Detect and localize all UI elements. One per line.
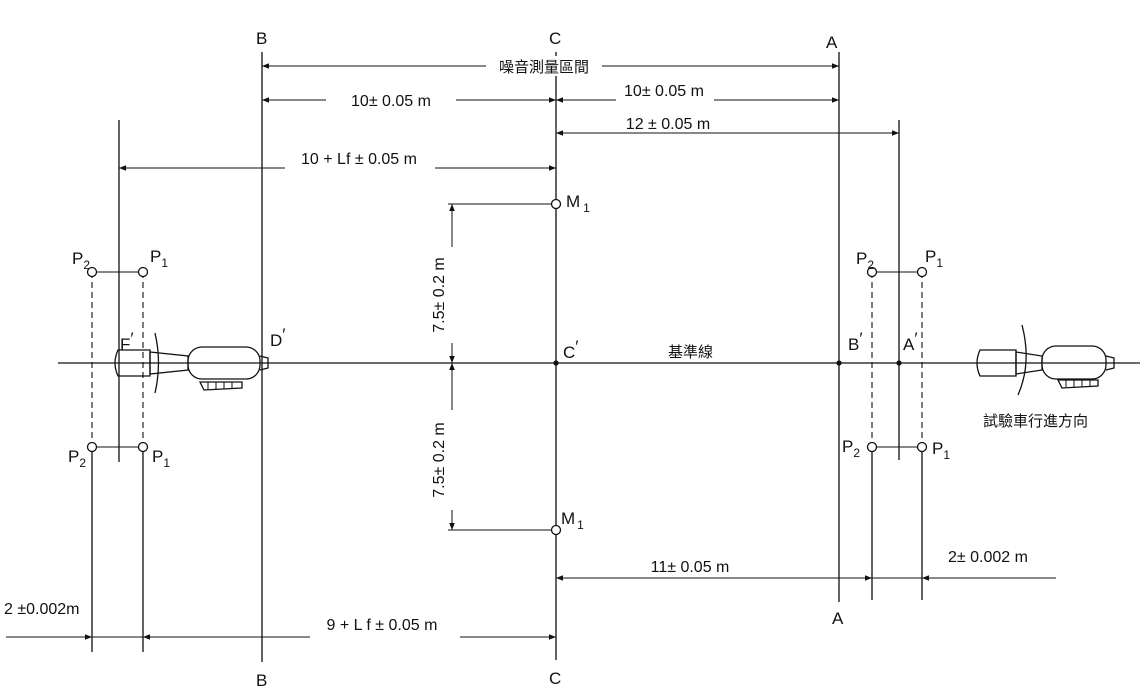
mic-right-p2-top: [866, 266, 878, 278]
label-d-m-bottom: 7.5± 0.2 m: [431, 422, 448, 497]
label-a-bottom: A: [832, 609, 844, 628]
label-left-p1-top: P1: [150, 247, 168, 270]
label-d-prime: D′: [270, 325, 285, 350]
label-d-m-top: 7.5± 0.2 m: [431, 257, 448, 332]
label-a-top: A: [826, 33, 838, 52]
label-c-top: C: [549, 29, 561, 48]
mic-left-p1-top: [137, 266, 149, 278]
label-d-11: 11± 0.05 m: [651, 559, 730, 576]
label-right-p1-top: P1: [925, 247, 943, 270]
mic-right-p1-bottom: [916, 441, 928, 453]
label-c-bottom: C: [549, 669, 561, 688]
label-c-prime: C′: [563, 337, 578, 362]
mic-left-p2-bottom: [86, 441, 98, 453]
label-d-lf-top: 10 + Lf ± 0.05 m: [301, 151, 417, 168]
label-right-p2-top: P2: [856, 249, 874, 272]
mic-m1-bottom: [550, 524, 562, 536]
motorcycle-right-icon: [976, 324, 1115, 396]
label-right-p2-bottom: P2: [842, 437, 860, 460]
label-a-prime: A′: [903, 329, 918, 354]
label-b-prime: B′: [848, 329, 863, 354]
dot-c-prime: [553, 360, 559, 366]
label-d-b-c: 10± 0.05 m: [351, 93, 431, 110]
label-d-2-right: 2± 0.002 m: [948, 549, 1028, 566]
label-left-p2-top: P2: [72, 249, 90, 272]
label-f-prime: F′: [120, 329, 134, 354]
label-d-c-12: 12 ± 0.05 m: [626, 116, 710, 133]
dot-b-prime: [836, 360, 842, 366]
mic-left-p2-top: [86, 266, 98, 278]
label-reference-line: 基準線: [668, 343, 713, 361]
label-right-p1-bottom: P1: [932, 439, 950, 462]
mic-left-p1-bottom: [137, 441, 149, 453]
label-left-p2-bottom: P2: [68, 447, 86, 470]
mic-right-p1-top: [916, 266, 928, 278]
label-d-2-left: 2 ±0.002m: [4, 601, 80, 618]
label-measurement-section: 噪音測量區間: [499, 58, 589, 76]
label-left-p1-bottom: P1: [152, 447, 170, 470]
mic-right-p2-bottom: [866, 441, 878, 453]
label-d-c-a: 10± 0.05 m: [624, 83, 704, 100]
label-b-bottom: B: [256, 671, 267, 690]
label-d-lf-bottom: 9 + L f ± 0.05 m: [327, 617, 438, 634]
mic-m1-top: [550, 198, 562, 210]
motorcycle-left-icon: [114, 332, 269, 394]
label-b-top: B: [256, 29, 267, 48]
label-travel-direction: 試驗車行進方向: [983, 412, 1088, 430]
dot-a-prime: [896, 360, 902, 366]
